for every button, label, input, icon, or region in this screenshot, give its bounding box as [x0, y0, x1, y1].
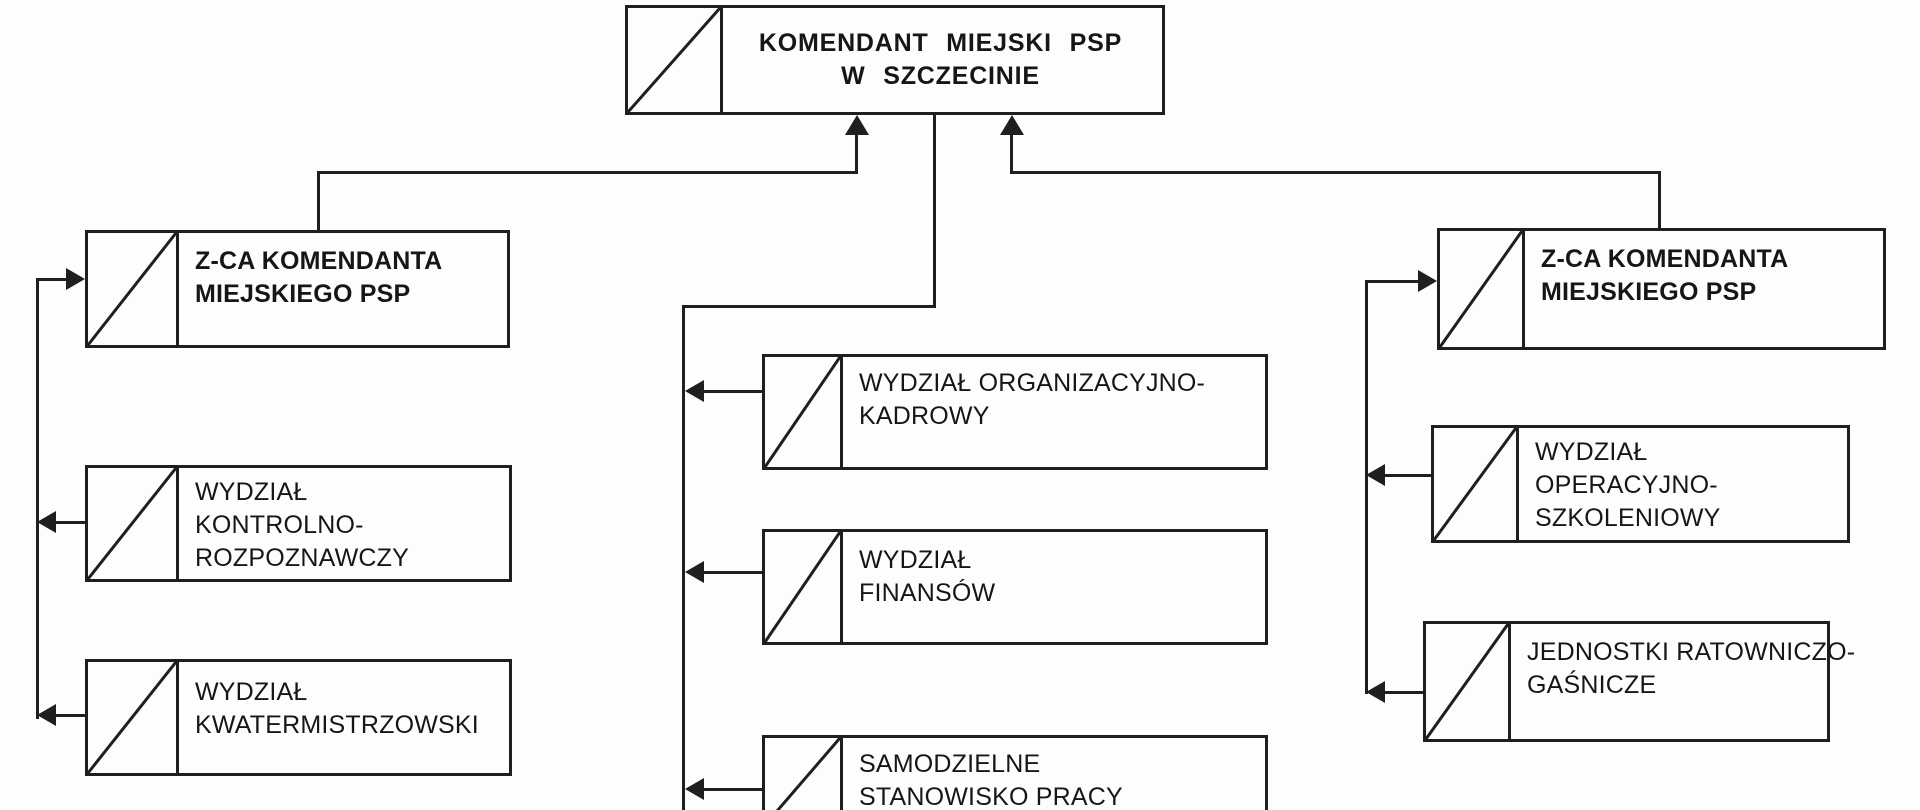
connector [1658, 171, 1661, 230]
node-zca-komendanta-right: Z-CA KOMENDANTA MIEJSKIEGO PSP [1437, 228, 1886, 350]
node-label: KOMENDANT MIEJSKI PSP W SZCZECINIE [723, 8, 1162, 112]
node-label-line: MIEJSKIEGO PSP [1541, 278, 1757, 306]
connector [702, 390, 762, 393]
node-label-line: WYDZIAŁ ORGANIZACYJNO- [859, 369, 1206, 397]
node-zca-komendanta-left: Z-CA KOMENDANTA MIEJSKIEGO PSP [85, 230, 510, 348]
node-label: WYDZIAŁ OPERACYJNO- SZKOLENIOWY [1519, 428, 1847, 540]
node-label-line: WYDZIAŁ [859, 546, 972, 574]
connector [1382, 691, 1423, 694]
node-samodzielne-stanowisko-pracy: SAMODZIELNE STANOWISKO PRACY [762, 735, 1268, 810]
node-wydzial-operacyjno-szkoleniowy: WYDZIAŁ OPERACYJNO- SZKOLENIOWY [1431, 425, 1850, 543]
connector [702, 788, 762, 791]
node-label-line: KADROWY [859, 402, 990, 430]
rank-slash-icon [88, 233, 179, 345]
rank-slash-icon [765, 738, 843, 810]
arrow-left-icon [37, 704, 56, 726]
arrow-up-left-branch-icon [845, 115, 869, 135]
node-wydzial-finansow: WYDZIAŁ FINANSÓW [762, 529, 1268, 645]
arrow-right-icon [1418, 270, 1437, 292]
node-label-line: GAŚNICZE [1527, 671, 1657, 699]
rank-slash-icon [765, 532, 843, 642]
connector [317, 171, 320, 232]
connector [933, 112, 936, 308]
arrow-left-icon [1366, 464, 1385, 486]
node-label: WYDZIAŁ ORGANIZACYJNO- KADROWY [843, 357, 1265, 467]
connector [318, 171, 857, 174]
node-wydzial-kontrolno-rozpoznawczy: WYDZIAŁ KONTROLNO- ROZPOZNAWCZY [85, 465, 512, 582]
node-label-line: JEDNOSTKI RATOWNICZO- [1527, 638, 1856, 666]
connector [53, 521, 85, 524]
arrow-left-icon [685, 380, 704, 402]
connector [1010, 133, 1013, 174]
connector [1382, 474, 1431, 477]
rank-slash-icon [88, 468, 179, 579]
node-jednostki-ratowniczo-gasnicze: JEDNOSTKI RATOWNICZO- GAŚNICZE [1423, 621, 1855, 742]
arrow-right-icon [66, 268, 85, 290]
connector [1011, 171, 1661, 174]
node-label-line: SAMODZIELNE [859, 750, 1041, 778]
node-wydzial-kwatermistrzowski: WYDZIAŁ KWATERMISTRZOWSKI [85, 659, 512, 776]
arrow-left-icon [685, 561, 704, 583]
node-label: WYDZIAŁ KONTROLNO- ROZPOZNAWCZY [179, 468, 509, 579]
node-label-line: KONTROLNO- [195, 511, 364, 539]
node-label-line: W SZCZECINIE [841, 62, 1040, 90]
node-label-line: FINANSÓW [859, 579, 996, 607]
connector [682, 305, 936, 308]
node-label-line: WYDZIAŁ [1535, 438, 1648, 466]
rank-slash-icon [1440, 231, 1525, 347]
node-label-line: KWATERMISTRZOWSKI [195, 711, 479, 739]
connector-right-rail [1365, 280, 1368, 694]
arrow-left-icon [37, 511, 56, 533]
node-label: SAMODZIELNE STANOWISKO PRACY [843, 738, 1265, 810]
rank-slash-icon [1426, 624, 1511, 739]
node-label: WYDZIAŁ FINANSÓW [843, 532, 1265, 642]
connector-middle-rail [682, 305, 685, 810]
connector [702, 571, 762, 574]
rank-slash-icon [1434, 428, 1519, 540]
connector [36, 278, 69, 281]
arrow-up-right-branch-icon [1000, 115, 1024, 135]
node-label: JEDNOSTKI RATOWNICZO- GAŚNICZE [1511, 624, 1861, 739]
connector [1365, 280, 1420, 283]
connector-left-rail [36, 278, 39, 719]
node-wydzial-organizacyjno-kadrowy: WYDZIAŁ ORGANIZACYJNO- KADROWY [762, 354, 1268, 470]
rank-slash-icon [628, 8, 723, 112]
arrow-left-icon [685, 778, 704, 800]
node-label: Z-CA KOMENDANTA MIEJSKIEGO PSP [1525, 231, 1883, 347]
node-label-line: KOMENDANT MIEJSKI PSP [758, 29, 1123, 57]
node-label-line: SZKOLENIOWY [1535, 504, 1721, 532]
node-label-line: MIEJSKIEGO PSP [195, 280, 411, 308]
rank-slash-icon [88, 662, 179, 773]
node-label-line: OPERACYJNO- [1535, 471, 1718, 499]
rank-slash-icon [765, 357, 843, 467]
node-label-line: STANOWISKO PRACY [859, 783, 1123, 810]
connector [855, 133, 858, 174]
node-label: WYDZIAŁ KWATERMISTRZOWSKI [179, 662, 509, 773]
node-label-line: WYDZIAŁ [195, 678, 308, 706]
arrow-left-icon [1366, 681, 1385, 703]
node-label: Z-CA KOMENDANTA MIEJSKIEGO PSP [179, 233, 507, 345]
node-label-line: WYDZIAŁ [195, 478, 308, 506]
connector [53, 714, 85, 717]
node-label-line: ROZPOZNAWCZY [195, 544, 409, 572]
node-komendant-miejski-psp: KOMENDANT MIEJSKI PSP W SZCZECINIE [625, 5, 1165, 115]
node-label-line: Z-CA KOMENDANTA [195, 247, 443, 275]
node-label-line: Z-CA KOMENDANTA [1541, 245, 1789, 273]
